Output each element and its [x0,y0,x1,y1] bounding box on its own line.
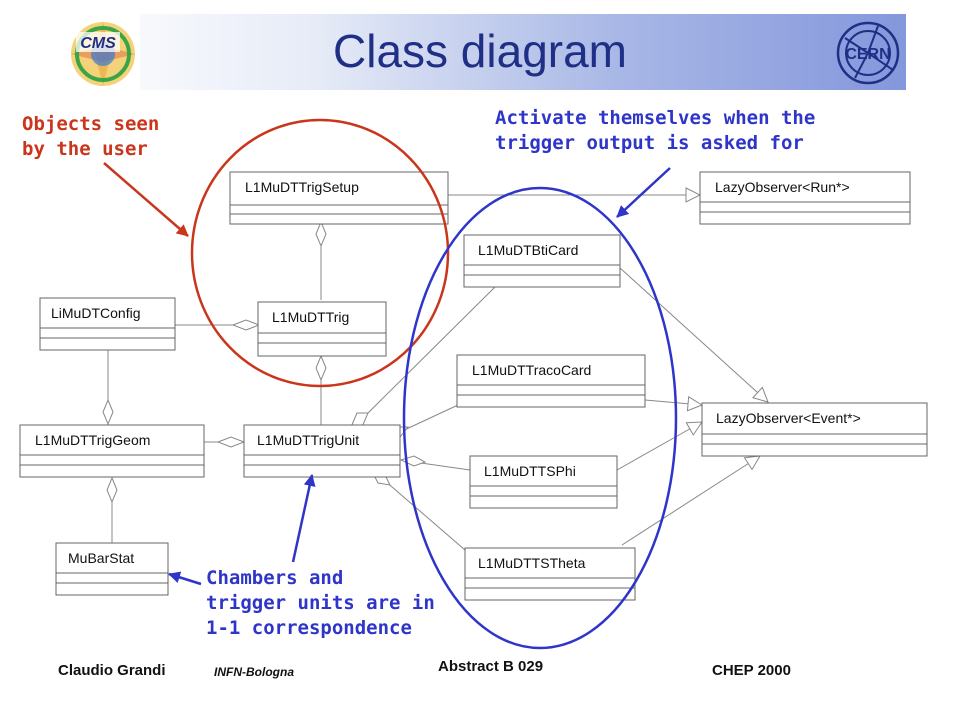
aggregation-diamond [315,354,327,382]
footer-conference: CHEP 2000 [712,662,791,679]
user-objects-note: Objects seen by the user [22,112,159,162]
class-name: L1MuDTTSTheta [478,555,586,571]
class-name: MuBarStat [68,550,134,566]
class-limudtconfig: LiMuDTConfig [39,297,176,351]
aggregation-diamond [399,455,427,467]
class-lazyobserver-run: LazyObserver<Run*> [699,171,911,225]
class-l1mudttracocard: L1MuDTTracoCard [456,354,646,408]
page-title: Class diagram [333,25,627,77]
user-objects-highlight [190,118,450,388]
footer-abstract: Abstract B 029 [438,658,544,675]
class-mubarstat: MuBarStat [55,542,169,596]
cern-logo-text: CERN [845,46,890,63]
class-name: L1MuDTBtiCard [478,242,578,258]
class-name: L1MuDTTrigUnit [257,432,359,448]
class-name: L1MuDTTrigGeom [35,432,150,448]
link-unit-traco [399,404,459,433]
class-name: L1MuDTTrigSetup [245,179,359,195]
cern-logo: CERN [836,21,900,85]
link-tstheta-lazyevent [621,456,760,546]
title-banner [64,14,906,90]
uml-classes: L1MuDTTrigSetup L1MuDTTrig LiMuDTConfig … [19,171,928,601]
aggregation-diamond [216,436,246,448]
class-l1mudttstheta: L1MuDTTSTheta [464,547,636,601]
note-line: Activate themselves when the [495,107,816,129]
link-unit-bti [367,286,496,414]
aggregation-diamond [102,398,114,426]
user-objects-pointer [103,162,189,237]
class-l1mudtbticard: L1MuDTBtiCard [463,234,621,288]
note-line: Chambers and [206,567,344,589]
class-l1mudttriggeom: L1MuDTTrigGeom [19,424,205,478]
class-l1mudttrigunit: L1MuDTTrigUnit [243,424,401,478]
activate-pointer [616,167,671,218]
aggregation-diamond [106,476,118,504]
link-bti-lazyevent [619,267,768,402]
activate-note: Activate themselves when the trigger out… [495,106,815,156]
footer-affiliation: INFN-Bologna [214,665,294,679]
chambers-pointer-mubar [168,571,202,586]
class-name: L1MuDTTrig [272,309,349,325]
link-unit-tstheta [383,479,466,551]
class-lazyobserver-event: LazyObserver<Event*> [701,402,928,457]
observer-objects-highlight [402,186,678,650]
class-l1mudttrig: L1MuDTTrig [257,301,387,357]
aggregation-diamond [315,220,327,248]
class-name: LiMuDTConfig [51,305,140,321]
link-traco-lazyevent [644,400,702,405]
cms-logo-text: CMS [80,35,116,52]
cms-logo: CMS [66,14,140,90]
note-line: trigger output is asked for [495,132,804,154]
class-name: L1MuDTTSPhi [484,463,576,479]
note-line: 1-1 correspondence [206,617,412,639]
link-unit-tsphi [413,461,471,471]
chambers-pointer-unit [291,474,316,563]
class-name: LazyObserver<Event*> [716,410,861,426]
chambers-note: Chambers and trigger units are in 1-1 co… [206,566,435,641]
class-name: LazyObserver<Run*> [715,179,850,195]
footer-author: Claudio Grandi [58,662,166,679]
class-l1mudttrigsetup: L1MuDTTrigSetup [229,171,449,225]
link-tsphi-lazyevent [616,422,702,471]
note-line: trigger units are in [206,592,435,614]
note-line: by the user [22,138,148,160]
aggregation-diamond [231,319,261,331]
note-line: Objects seen [22,113,160,135]
class-l1mudttsphi: L1MuDTTSPhi [469,455,618,509]
class-name: L1MuDTTracoCard [472,362,591,378]
